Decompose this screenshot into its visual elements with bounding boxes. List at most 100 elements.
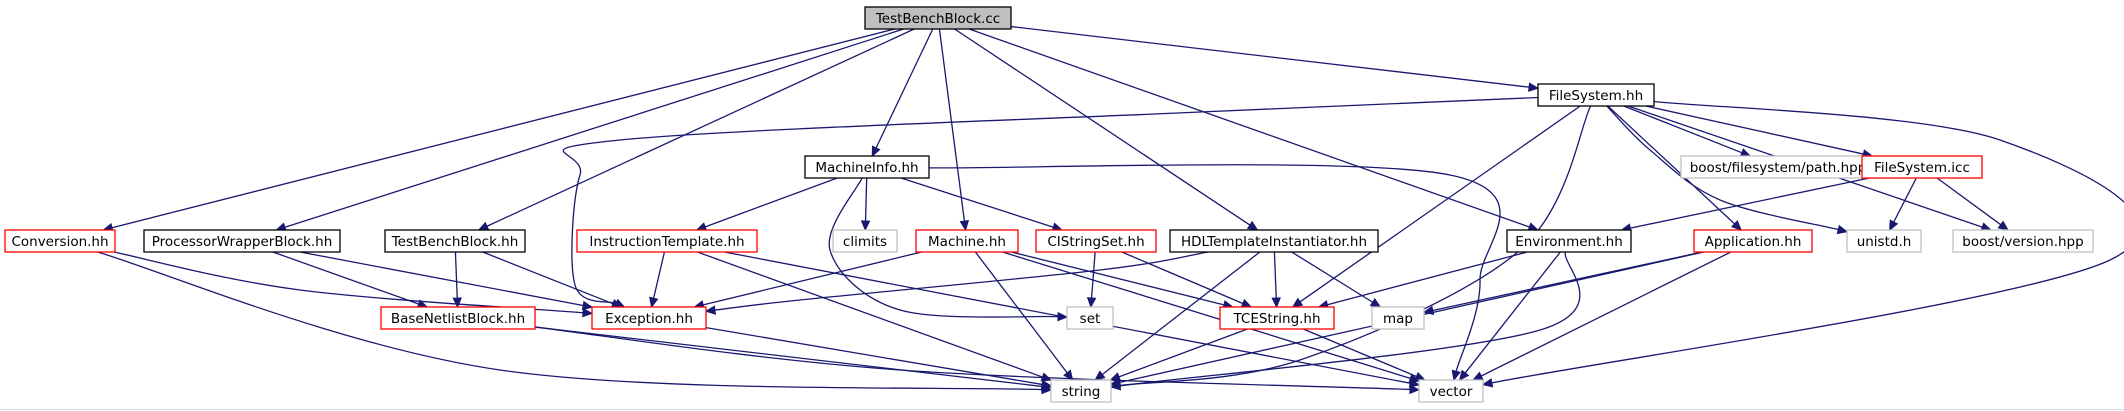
node-label: boost/version.hpp	[1962, 234, 2083, 250]
edge-root-to-environment_hh	[968, 28, 1540, 232]
edge-processorwrapperblock_hh-to-basenetlistblock_hh	[272, 251, 429, 309]
node-label: Application.hh	[1705, 234, 1802, 250]
edge-line	[705, 326, 1043, 386]
edge-line	[1893, 177, 1917, 223]
edge-exception_hh-to-string	[705, 326, 1053, 390]
edge-line	[954, 28, 1251, 226]
edge-filesystem_icc-to-environment_hh	[1620, 177, 1870, 233]
edge-line	[534, 326, 1043, 388]
edges-layer	[97, 25, 2124, 395]
arrowhead	[1889, 219, 1899, 232]
edge-line	[1011, 251, 1225, 306]
node-filesystem-icc[interactable]: FileSystem.icc	[1861, 155, 1983, 179]
node-label: TCEString.hh	[1232, 311, 1320, 327]
edge-environment_hh-to-tcestring_hh	[1317, 251, 1528, 310]
node-box	[832, 229, 898, 253]
node-instructiontemplate-hh[interactable]: InstructionTemplate.hh	[576, 229, 758, 253]
node-box	[384, 229, 526, 253]
node-set: set	[1066, 306, 1114, 330]
edge-line	[1119, 251, 1581, 387]
arrowhead	[1739, 148, 1752, 157]
node-box	[1952, 229, 2094, 253]
edge-machine_hh-to-exception_hh	[693, 251, 922, 310]
node-processorwrapperblock-hh[interactable]: ProcessorWrapperBlock.hh	[143, 229, 341, 253]
node-box	[4, 229, 116, 253]
edge-line	[974, 251, 1068, 374]
node-box	[143, 229, 341, 253]
arrowhead	[581, 300, 594, 311]
node-boost-version-hpp: boost/version.hpp	[1952, 229, 2094, 253]
node-basenetlistblock-hh[interactable]: BaseNetlistBlock.hh	[380, 306, 536, 330]
edge-line	[1010, 25, 1530, 88]
arrowhead	[1109, 372, 1122, 382]
arrowhead	[1063, 369, 1074, 381]
edge-line	[703, 251, 922, 306]
edge-tcestring_hh-to-string	[1109, 328, 1248, 382]
node-environment-hh[interactable]: Environment.hh	[1506, 229, 1632, 253]
arrowhead	[1409, 384, 1421, 395]
node-label: CIStringSet.hh	[1047, 234, 1144, 250]
node-machineinfo-hh[interactable]: MachineInfo.hh	[804, 155, 930, 179]
edge-filesystem_hh-to-application_hh	[1607, 105, 1743, 231]
edge-processorwrapperblock_hh-to-exception_hh	[300, 251, 594, 311]
edge-line	[1118, 328, 1248, 378]
edge-machineinfo_hh-to-climits	[860, 177, 871, 232]
arrowhead	[1414, 371, 1426, 381]
node-label: set	[1080, 311, 1101, 327]
edge-root-to-machineinfo_hh	[871, 28, 934, 158]
edge-line	[1936, 177, 2002, 226]
arrowhead	[1528, 82, 1540, 92]
node-boost-filesystem-path-hpp: boost/filesystem/path.hpp	[1680, 155, 1876, 179]
edge-root-to-machine_hh	[938, 28, 970, 232]
edge-line	[1299, 105, 1581, 303]
node-box	[1418, 379, 1484, 403]
node-exception-hh[interactable]: Exception.hh	[591, 306, 707, 330]
node-box	[804, 155, 930, 179]
arrowhead	[871, 145, 881, 158]
edge-line	[864, 177, 868, 222]
edge-machineinfo_hh-to-cistringset_hh	[900, 177, 1064, 232]
edge-hdltemplateinstantiator_hh-to-tcestring_hh	[1271, 251, 1281, 309]
arrowhead	[1094, 370, 1106, 381]
edge-line	[928, 164, 1501, 372]
arrowhead	[582, 307, 594, 318]
node-hdltemplateinstantiator-hh[interactable]: HDLTemplateInstantiator.hh	[1169, 229, 1379, 253]
edge-line	[1464, 251, 1561, 374]
node-box	[1371, 306, 1425, 330]
edge-line	[1491, 100, 2124, 384]
arrowhead	[452, 297, 462, 309]
node-cistringset-hh[interactable]: CIStringSet.hh	[1035, 229, 1157, 253]
arrowhead	[704, 305, 716, 315]
arrowhead	[1369, 297, 1382, 308]
edge-cistringset_hh-to-set	[1086, 251, 1097, 309]
edge-line	[968, 28, 1530, 228]
edge-machineinfo_hh-to-vector	[928, 164, 1501, 382]
node-label: TestBenchBlock.cc	[875, 11, 1000, 27]
node-application-hh[interactable]: Application.hh	[1693, 229, 1813, 253]
arrowhead	[1997, 220, 2009, 231]
node-label: ProcessorWrapperBlock.hh	[152, 234, 333, 250]
edge-root-to-hdltemplateinstantiator_hh	[954, 28, 1259, 231]
node-machine-hh[interactable]: Machine.hh	[915, 229, 1019, 253]
edge-line	[562, 96, 1539, 304]
node-testbenchblock-hh[interactable]: TestBenchBlock.hh	[384, 229, 526, 253]
edge-environment_hh-to-vector	[1458, 251, 1561, 381]
edge-line	[875, 28, 934, 149]
node-box	[1066, 306, 1114, 330]
node-filesystem-hh[interactable]: FileSystem.hh	[1537, 83, 1655, 107]
edge-machineinfo_hh-to-instructiontemplate_hh	[695, 177, 838, 232]
node-tcestring-hh[interactable]: TCEString.hh	[1219, 306, 1335, 330]
node-box	[1050, 379, 1112, 403]
node-box	[591, 306, 707, 330]
edge-tcestring_hh-to-vector	[1302, 328, 1426, 381]
node-label: TestBenchBlock.hh	[391, 234, 519, 250]
edge-line	[272, 251, 419, 305]
node-conversion-hh[interactable]: Conversion.hh	[4, 229, 116, 253]
node-label: unistd.h	[1857, 234, 1912, 250]
arrowhead	[1458, 369, 1470, 381]
arrowhead	[1040, 379, 1053, 390]
node-root[interactable]: TestBenchBlock.cc	[864, 6, 1012, 30]
node-label: Machine.hh	[928, 234, 1006, 250]
arrowhead	[1246, 220, 1259, 231]
